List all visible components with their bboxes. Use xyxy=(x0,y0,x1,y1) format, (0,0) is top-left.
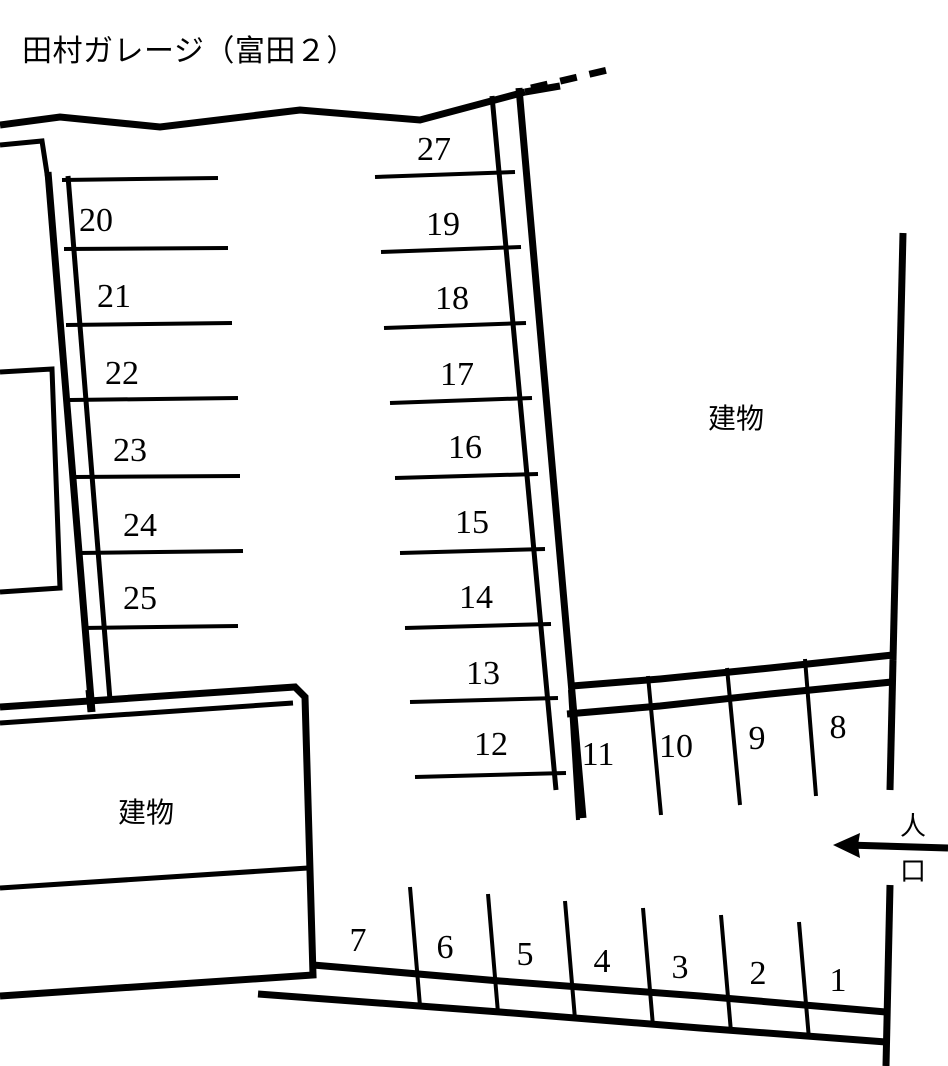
left-column-strip-line xyxy=(65,175,113,701)
bottom-row-divider xyxy=(797,921,811,1040)
entrance-arrow-icon xyxy=(833,833,948,858)
stall-number: 5 xyxy=(517,936,534,973)
left-lower-structure xyxy=(0,366,63,595)
upper-row-divider xyxy=(568,689,580,821)
middle-column-outer-line xyxy=(515,87,587,819)
stall-number: 24 xyxy=(123,507,157,544)
building-label-bottom-left: 建物 xyxy=(118,796,174,829)
upper-row-divider xyxy=(646,675,663,816)
upper-row-divider xyxy=(803,658,818,797)
building-label-right: 建物 xyxy=(708,402,764,435)
middle-stall-divider xyxy=(409,696,559,704)
entrance-label-top: 人 xyxy=(900,812,926,842)
left-stall-divider xyxy=(69,396,239,402)
stall-number: 21 xyxy=(97,278,131,315)
stall-number: 3 xyxy=(672,949,689,986)
stall-number: 14 xyxy=(459,579,493,616)
middle-stall-divider xyxy=(404,622,552,630)
stall-number: 2 xyxy=(750,955,767,992)
stall-number: 4 xyxy=(594,943,611,980)
top-boundary-line-right xyxy=(524,82,561,96)
right-boundary-line-lower xyxy=(886,659,897,791)
stall-number: 15 xyxy=(455,504,489,541)
middle-stall-divider xyxy=(383,321,527,330)
bottom-row-upper-boundary xyxy=(312,961,887,1016)
entrance-label-bottom: 口 xyxy=(900,857,926,887)
bottom-row-lower-boundary xyxy=(257,990,887,1046)
stall-number: 1 xyxy=(830,962,847,999)
stall-number: 11 xyxy=(582,736,615,773)
middle-column-strip-line xyxy=(489,95,559,791)
stall-number: 8 xyxy=(830,709,847,746)
stall-number: 25 xyxy=(123,580,157,617)
middle-stall-divider xyxy=(399,547,546,555)
right-boundary-line xyxy=(889,232,907,661)
bottom-left-building-inner-line xyxy=(0,700,294,726)
bottom-row-divider xyxy=(563,900,577,1020)
stall-number: 7 xyxy=(350,922,367,959)
bottom-left-building-outline xyxy=(0,683,317,1000)
upper-row-divider xyxy=(725,667,742,806)
page-title: 田村ガレージ（富田２） xyxy=(22,34,357,69)
middle-stall-divider xyxy=(389,396,533,405)
stall-number: 22 xyxy=(105,355,139,392)
left-stall-divider xyxy=(61,176,219,182)
bottom-row-divider xyxy=(641,907,655,1027)
left-stall-divider xyxy=(81,624,239,630)
stall-number: 16 xyxy=(448,429,482,466)
left-stall-divider xyxy=(77,549,244,555)
left-upper-structure xyxy=(0,138,51,181)
stall-number: 20 xyxy=(79,202,113,239)
bottom-left-building-divider xyxy=(0,865,309,891)
top-boundary-line xyxy=(0,88,526,131)
stall-number: 17 xyxy=(440,356,474,393)
middle-stall-divider xyxy=(374,170,516,179)
stall-number: 12 xyxy=(474,726,508,763)
bottom-row-divider xyxy=(719,914,733,1033)
upper-row-top-boundary xyxy=(571,651,894,690)
bottom-row-divider xyxy=(408,886,422,1007)
stall-number: 9 xyxy=(749,720,766,757)
boundary-dashed-extension xyxy=(530,64,617,92)
stall-number: 13 xyxy=(466,655,500,692)
upper-row-second-boundary xyxy=(566,678,893,718)
stall-number: 19 xyxy=(426,206,460,243)
middle-stall-divider xyxy=(380,245,522,254)
left-stall-divider xyxy=(63,246,229,251)
stall-number: 10 xyxy=(659,728,693,765)
middle-stall-divider xyxy=(394,472,539,480)
bottom-row-divider xyxy=(486,893,500,1014)
left-stall-divider xyxy=(73,474,241,479)
stall-number: 18 xyxy=(435,280,469,317)
stall-number: 6 xyxy=(437,929,454,966)
stall-number: 27 xyxy=(417,131,451,168)
middle-stall-divider xyxy=(414,771,567,779)
stall-number: 23 xyxy=(113,432,147,469)
left-stall-divider xyxy=(65,321,233,327)
left-column-outer-line xyxy=(44,171,96,713)
right-boundary-line-bottom xyxy=(882,884,894,1066)
bottom-left-building-notch xyxy=(85,689,93,713)
